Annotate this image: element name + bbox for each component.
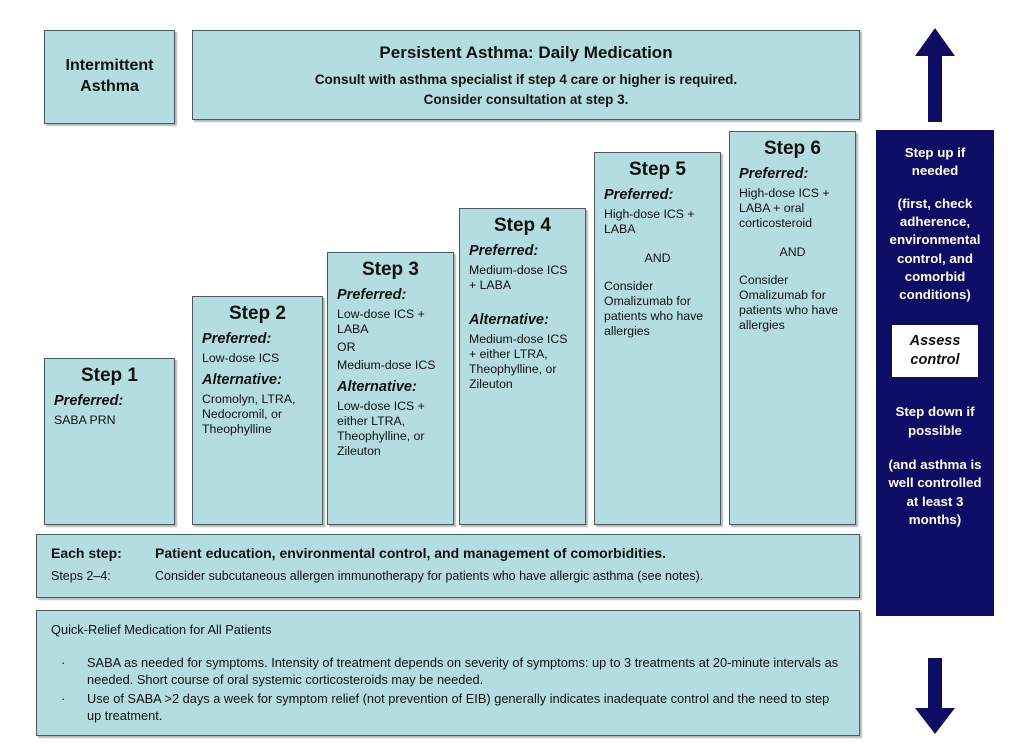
step-down-label: Step down if possible: [895, 404, 975, 438]
intermittent-line-1: Intermittent: [65, 57, 154, 75]
step-4-alternative-label: Alternative:: [469, 312, 549, 328]
arrow-up-icon: [911, 26, 959, 122]
intermittent-asthma-box: Intermittent Asthma: [44, 30, 175, 124]
assess-control-line-1: Assess: [909, 332, 961, 349]
persistent-asthma-banner: Persistent Asthma: Daily Medication Cons…: [192, 30, 860, 120]
step-6-title: Step 6: [763, 138, 822, 159]
quick-relief-item-text-1: SABA as needed for symptoms. Intensity o…: [87, 655, 839, 688]
step-column-2: Step 2 Preferred: Low-dose ICS Alternati…: [192, 296, 323, 525]
step-up-parenthetical: (first, check adherence, environmental c…: [889, 195, 981, 303]
step-down-parenthetical: (and asthma is well controlled at least …: [888, 457, 982, 528]
step-1-preferred-text: SABA PRN: [54, 413, 116, 427]
quick-relief-item-text-2: Use of SABA >2 days a week for symptom r…: [87, 691, 830, 724]
step-5-and-text: AND: [644, 251, 671, 265]
step-5-consider-text: Consider Omalizumab for patients who hav…: [604, 279, 704, 338]
arrow-down-icon: [911, 658, 959, 736]
intermittent-asthma-label: Intermittent Asthma: [66, 56, 154, 98]
step-3-or-text: OR: [337, 340, 356, 354]
step-column-4: Step 4 Preferred: Medium-dose ICS + LABA…: [459, 208, 586, 525]
step-1-title: Step 1: [80, 365, 139, 386]
step-4-spacer: [469, 296, 576, 306]
step-5-preferred-label: Preferred:: [604, 187, 674, 203]
step-4-preferred-label: Preferred:: [469, 243, 539, 259]
persistent-asthma-title: Persistent Asthma: Daily Medication: [379, 42, 673, 62]
step-6-and-text: AND: [779, 245, 806, 259]
step-5-preferred-text: High-dose ICS + LABA: [604, 207, 695, 236]
step-1-preferred-label: Preferred:: [54, 393, 124, 409]
step-up-label: Step up if needed: [904, 145, 966, 179]
step-6-preferred-text: High-dose ICS + LABA + oral corticostero…: [739, 186, 830, 230]
step-column-1: Step 1 Preferred: SABA PRN: [44, 358, 175, 525]
bullet-icon: ·: [61, 655, 66, 670]
step-column-5: Step 5 Preferred: High-dose ICS + LABA A…: [594, 152, 721, 525]
each-step-row-1: Each step: Patient education, environmen…: [51, 545, 845, 561]
step-column-3: Step 3 Preferred: Low-dose ICS + LABA OR…: [327, 252, 454, 525]
each-step-value: Patient education, environmental control…: [155, 545, 667, 561]
steps-2-4-value: Consider subcutaneous allergen immunothe…: [155, 569, 704, 583]
step-4-title: Step 4: [493, 215, 552, 236]
persistent-asthma-subtitle: Consult with asthma specialist if step 4…: [315, 70, 737, 109]
step-2-alternative-label: Alternative:: [202, 372, 282, 388]
persistent-sub-line-1: Consult with asthma specialist if step 4…: [314, 71, 738, 87]
steps-2-4-label: Steps 2–4:: [51, 569, 111, 583]
step-3-preferred-text-2: Medium-dose ICS: [337, 358, 436, 372]
step-2-alternative-text: Cromolyn, LTRA, Nedocromil, or Theophyll…: [202, 392, 296, 436]
step-6-preferred-label: Preferred:: [739, 166, 809, 182]
step-4-preferred-text: Medium-dose ICS + LABA: [469, 263, 568, 292]
step-3-alternative-text: Low-dose ICS + either LTRA, Theophylline…: [337, 399, 425, 458]
step-3-alternative-label: Alternative:: [337, 379, 417, 395]
step-up-down-panel: Step up if needed (first, check adherenc…: [876, 130, 994, 616]
step-2-preferred-text: Low-dose ICS: [202, 351, 280, 365]
step-2-preferred-label: Preferred:: [202, 331, 272, 347]
intermittent-line-2: Asthma: [80, 78, 139, 95]
quick-relief-list-item: · SABA as needed for symptoms. Intensity…: [51, 654, 845, 688]
step-4-alternative-text: Medium-dose ICS + either LTRA, Theophyll…: [469, 332, 568, 391]
step-3-preferred-label: Preferred:: [337, 287, 407, 303]
step-3-preferred-text: Low-dose ICS + LABA: [337, 307, 425, 336]
assess-control-line-2: control: [910, 351, 960, 368]
step-column-6: Step 6 Preferred: High-dose ICS + LABA +…: [729, 131, 856, 525]
each-step-row-2: Steps 2–4: Consider subcutaneous allerge…: [51, 569, 845, 583]
step-5-title: Step 5: [628, 159, 687, 180]
assess-control-box: Assess control: [892, 324, 978, 378]
step-2-title: Step 2: [228, 303, 287, 324]
step-6-consider-text: Consider Omalizumab for patients who hav…: [739, 273, 839, 332]
step-3-title: Step 3: [361, 259, 420, 280]
assess-control-label: Assess control: [892, 332, 978, 370]
bullet-icon: ·: [61, 691, 66, 707]
quick-relief-title: Quick-Relief Medication for All Patients: [51, 622, 272, 637]
each-step-label: Each step:: [51, 545, 122, 561]
quick-relief-list-item: · Use of SABA >2 days a week for symptom…: [51, 690, 845, 724]
quick-relief-box: Quick-Relief Medication for All Patients…: [36, 610, 860, 736]
each-step-box: Each step: Patient education, environmen…: [36, 534, 860, 598]
persistent-sub-line-2: Consider consultation at step 3.: [423, 91, 629, 107]
